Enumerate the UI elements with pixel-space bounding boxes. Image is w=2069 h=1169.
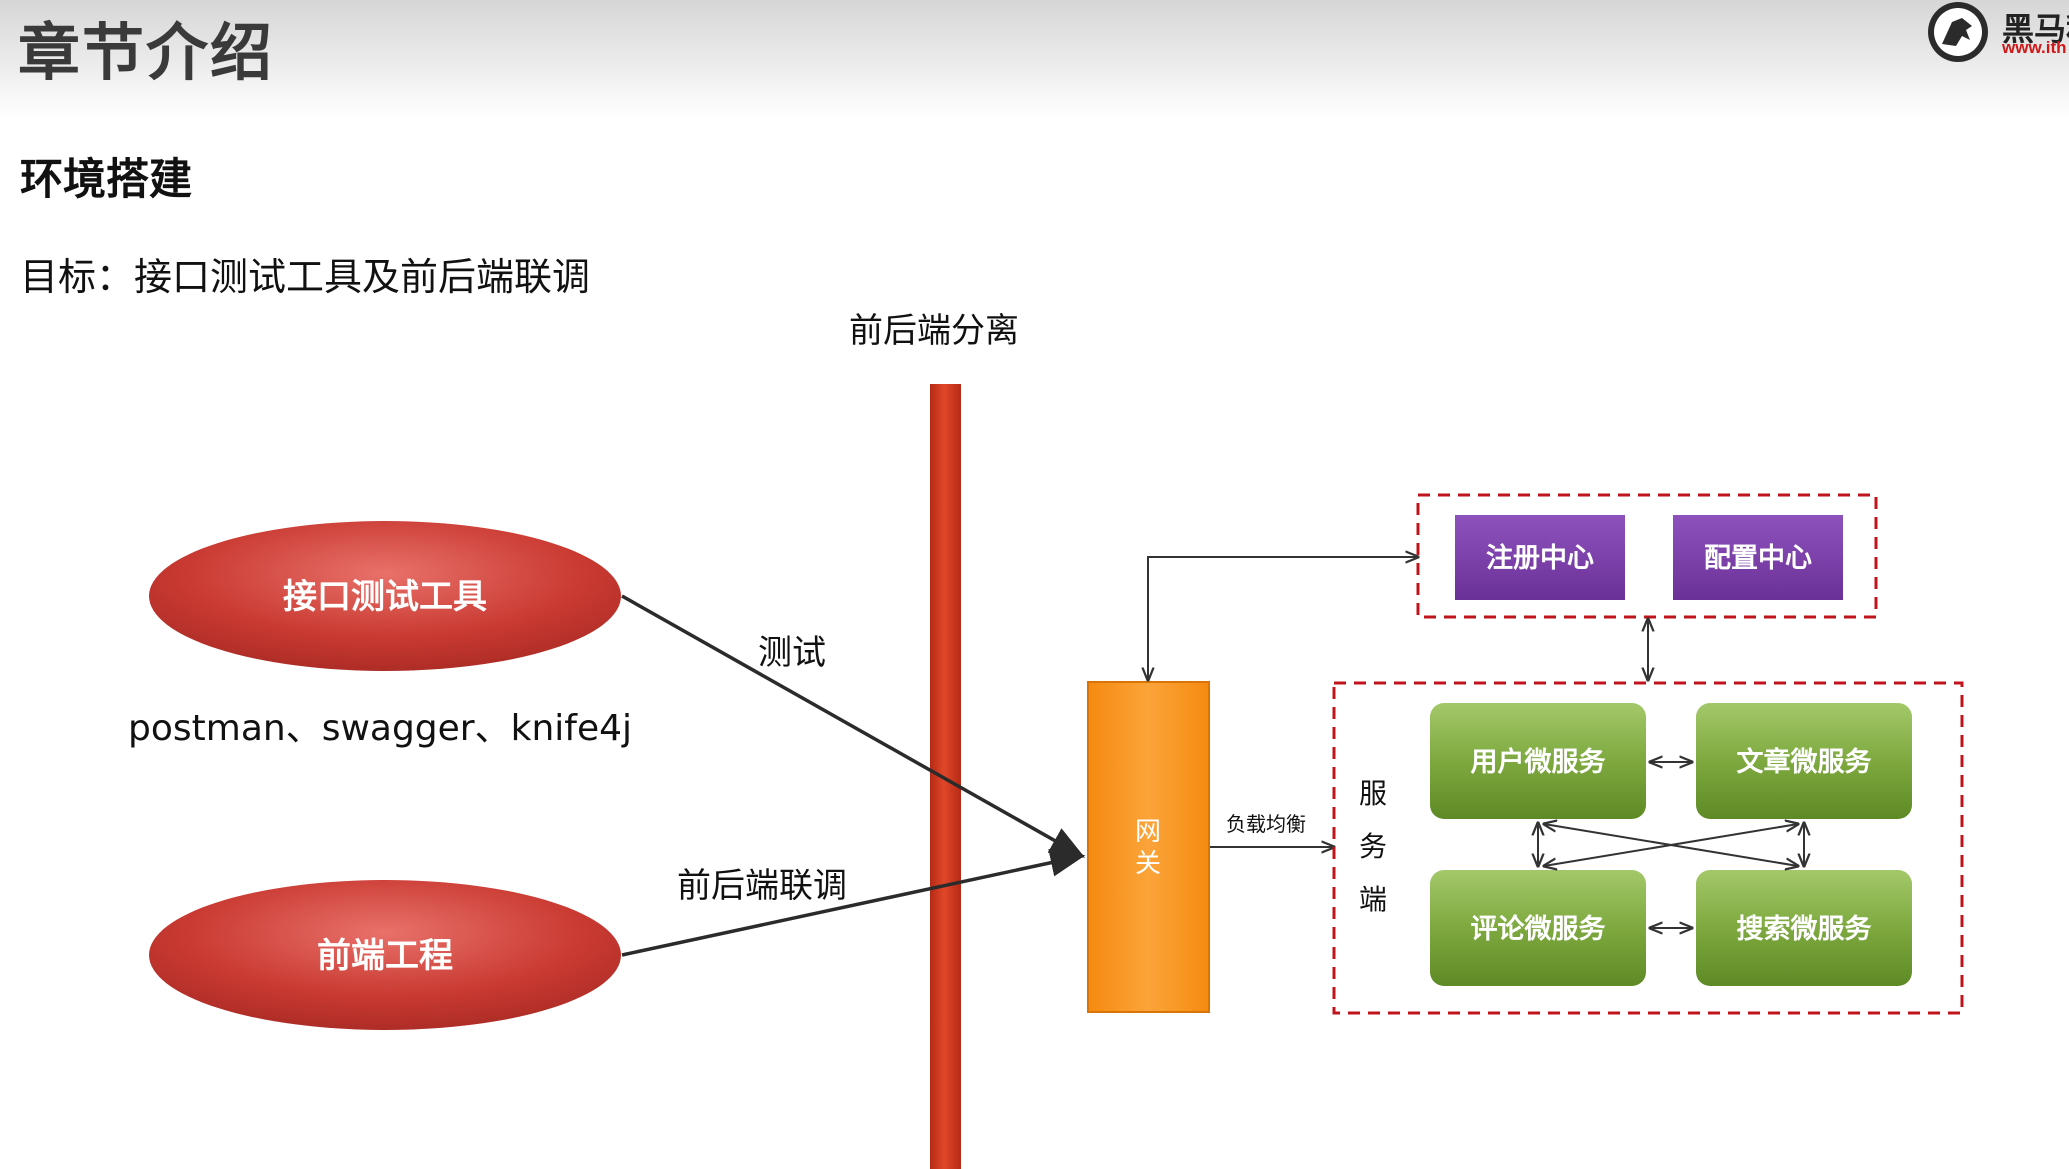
section-title: 环境搭建 [20, 155, 192, 205]
logo-text: 黑马程 [2002, 10, 2069, 48]
service-side-char-2: 务 [1359, 830, 1387, 863]
registry-box [1455, 515, 1625, 600]
gateway-char-1: 网 [1135, 817, 1161, 847]
frontend-node [149, 880, 621, 1030]
article-comment-link [1544, 824, 1798, 866]
slide-title: 章节介绍 [18, 16, 275, 89]
goal-text: 目标：接口测试工具及前后端联调 [20, 255, 591, 299]
logo: 黑马程 www.ith [1918, 0, 2069, 66]
tool-node-label: 接口测试工具 [283, 577, 487, 617]
article-service-label: 文章微服务 [1737, 746, 1872, 778]
service-side-char-1: 服 [1359, 777, 1387, 810]
config-label: 配置中心 [1704, 543, 1812, 574]
integration-edge [621, 848, 1086, 957]
services-group [1332, 681, 1964, 1015]
service-side-char-3: 端 [1359, 883, 1387, 916]
test-edge-label: 测试 [758, 633, 826, 673]
logo-url: www.ith [2002, 38, 2067, 57]
tool-node [149, 521, 621, 671]
article-service-box [1696, 703, 1912, 819]
horse-logo-icon [1928, 2, 1988, 62]
gateway-registry-connector [1148, 557, 1418, 680]
gateway-box [1087, 681, 1210, 1013]
frontend-node-label: 前端工程 [317, 936, 453, 976]
separation-label: 前后端分离 [849, 311, 1019, 351]
user-service-label: 用户微服务 [1471, 746, 1606, 778]
infra-group [1416, 493, 1878, 619]
registry-label: 注册中心 [1486, 542, 1594, 574]
test-edge [621, 594, 1086, 858]
config-box [1673, 515, 1843, 600]
user-service-box [1430, 703, 1646, 819]
search-service-label: 搜索微服务 [1737, 914, 1872, 945]
comment-service-label: 评论微服务 [1471, 914, 1606, 945]
search-service-box [1696, 870, 1912, 986]
integration-edge-label: 前后端联调 [677, 866, 847, 906]
comment-service-box [1430, 870, 1646, 986]
gateway-char-2: 关 [1135, 849, 1161, 879]
separation-bar [930, 384, 961, 1169]
tools-list: postman、swagger、knife4j [128, 708, 632, 749]
header-band [0, 0, 2069, 118]
load-balance-label: 负载均衡 [1226, 812, 1306, 836]
